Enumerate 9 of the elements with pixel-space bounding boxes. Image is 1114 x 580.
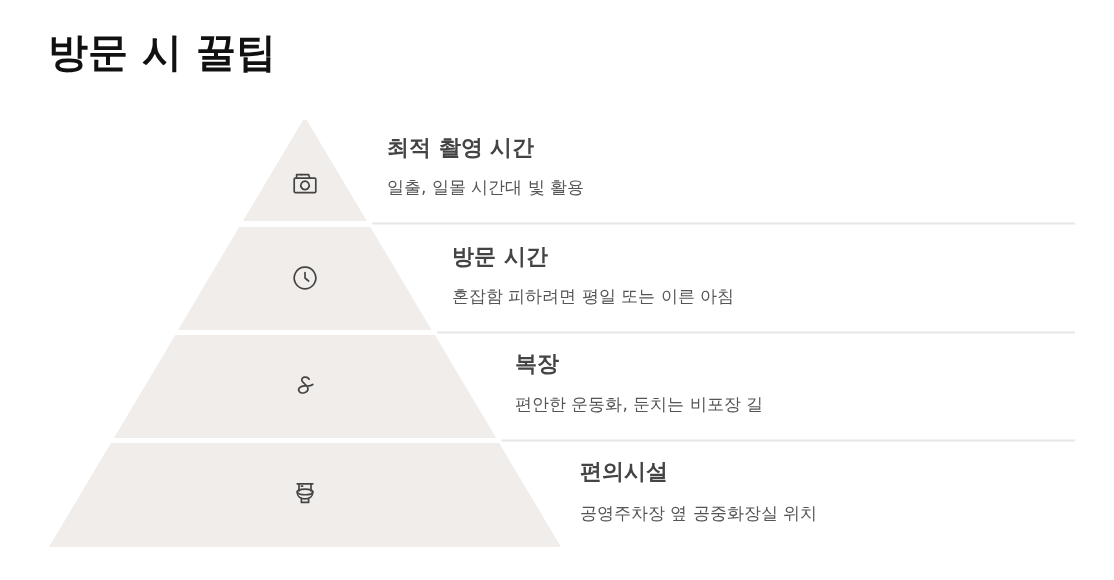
title: 방문 시 꿀팁 <box>48 28 276 77</box>
tier-description: 혼잡함 피하려면 평일 또는 이른 아침 <box>452 285 734 308</box>
tier-description: 일출, 일몰 시간대 빛 활용 <box>387 176 584 199</box>
tier-heading: 최적 촬영 시간 <box>387 134 535 162</box>
tier-heading: 방문 시간 <box>452 243 548 271</box>
tier-description: 공영주차장 옆 공중화장실 위치 <box>580 502 818 525</box>
tier-heading: 복장 <box>515 350 559 378</box>
tier-heading: 편의시설 <box>580 458 668 486</box>
tier-description: 편안한 운동화, 둔치는 비포장 길 <box>515 393 763 416</box>
